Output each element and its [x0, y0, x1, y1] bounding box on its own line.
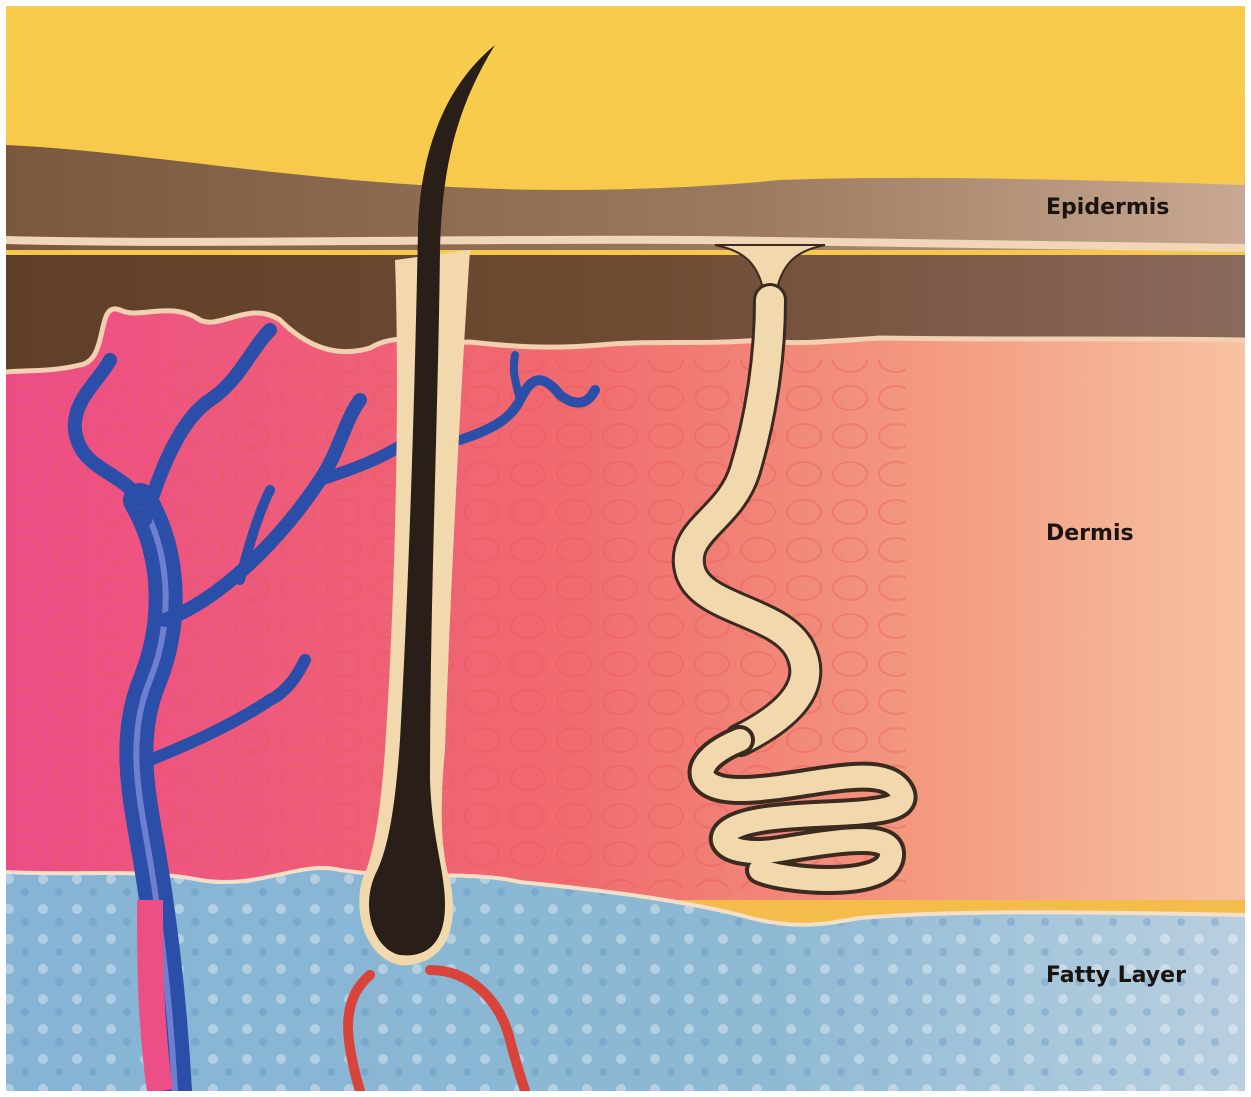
artery-pink-vessel [150, 900, 160, 1091]
label-epidermis: Epidermis [1046, 195, 1169, 220]
label-dermis: Dermis [1046, 521, 1134, 546]
label-fatty-layer: Fatty Layer [1046, 963, 1186, 988]
